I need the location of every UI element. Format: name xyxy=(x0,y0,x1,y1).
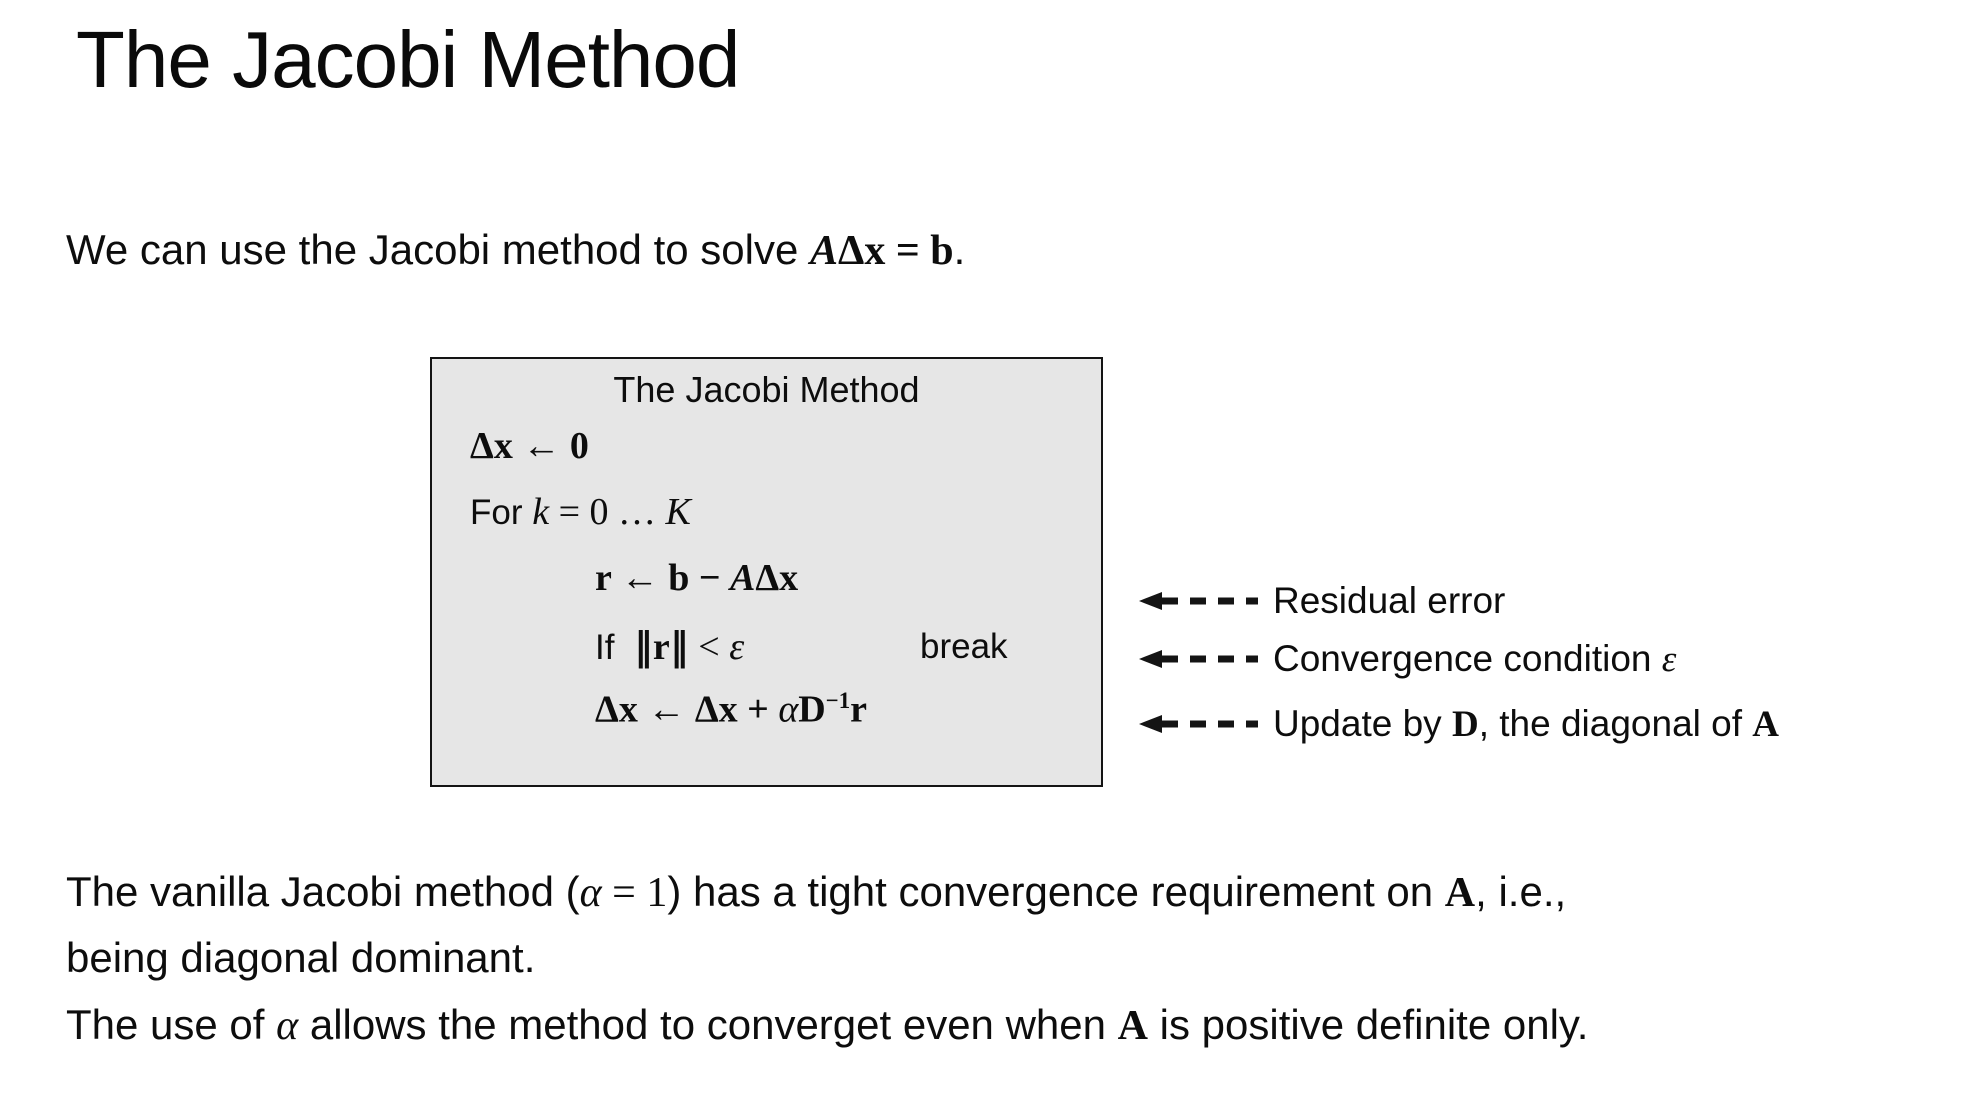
slide-title: The Jacobi Method xyxy=(76,15,740,104)
algo-line-condition: If ‖r‖ < ε break xyxy=(595,623,1008,670)
dashed-arrow-icon xyxy=(1139,715,1258,733)
annotation-label: Convergence condition ε xyxy=(1273,637,1677,680)
break-keyword: break xyxy=(920,627,1008,666)
paragraph-alpha-use: The use of α allows the method to conver… xyxy=(66,1001,1589,1049)
annotation-convergence-condition: Convergence condition ε xyxy=(1138,637,1676,681)
dashed-arrow-icon xyxy=(1139,592,1258,610)
paragraph-vanilla-line2: being diagonal dominant. xyxy=(66,934,536,981)
paragraph-vanilla-line1: The vanilla Jacobi method (α = 1) has a … xyxy=(66,868,1567,916)
annotation-update-diagonal: Update by D, the diagonal of A xyxy=(1138,702,1779,746)
condition-expression: If ‖r‖ < ε xyxy=(595,623,745,668)
annotation-residual-error: Residual error xyxy=(1138,579,1505,623)
dashed-arrow-icon xyxy=(1139,650,1258,668)
intro-sentence: We can use the Jacobi method to solve AΔ… xyxy=(66,226,966,274)
algo-line-init: Δx ← 0 xyxy=(470,425,589,467)
algo-line-residual: r ← b − AΔx xyxy=(595,557,799,599)
algorithm-box: The Jacobi Method Δx ← 0 For k = 0 … K r… xyxy=(430,357,1103,787)
algo-line-update: Δx ← Δx + αD−1r xyxy=(595,688,867,731)
algorithm-box-title: The Jacobi Method xyxy=(613,369,920,410)
annotation-label: Residual error xyxy=(1273,580,1506,621)
algo-line-for-loop: For k = 0 … K xyxy=(470,491,691,533)
annotation-label: Update by D, the diagonal of A xyxy=(1273,702,1780,745)
